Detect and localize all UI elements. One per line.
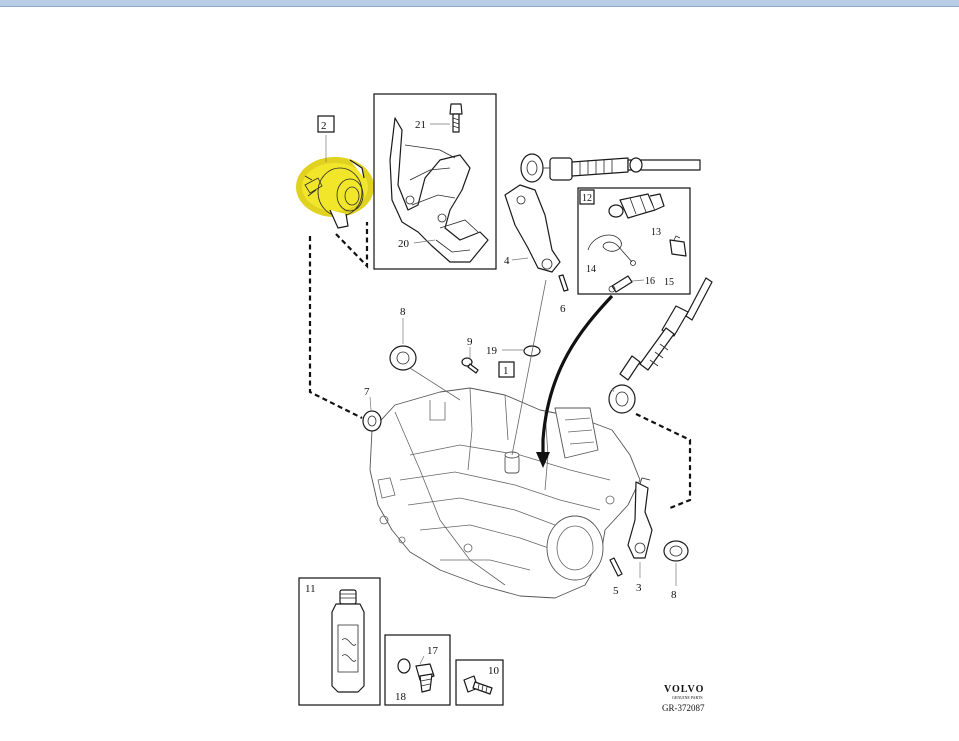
callout-12: 12	[582, 193, 592, 204]
brand-logo-text: VOLVO	[664, 684, 704, 695]
shift-cable-lower[interactable]	[608, 277, 713, 414]
fluid-inset-box	[298, 577, 381, 706]
callout-8b: 8	[671, 589, 677, 601]
bolt-inset-box	[455, 659, 504, 706]
callout-6: 6	[560, 303, 566, 315]
callout-16: 16	[645, 276, 655, 287]
bolt-9[interactable]	[461, 357, 479, 374]
washer-18[interactable]	[397, 658, 411, 674]
callout-8a: 8	[400, 306, 406, 318]
bolt-21[interactable]	[449, 103, 463, 133]
bracket-inset-box	[373, 93, 497, 270]
callout-21: 21	[415, 119, 426, 131]
callout-2: 2	[321, 120, 327, 132]
callout-18: 18	[395, 691, 407, 703]
install-arrow	[541, 294, 614, 458]
callout-10: 10	[488, 665, 500, 677]
gear-shift-bracket[interactable]	[389, 117, 489, 263]
connector-15[interactable]	[669, 235, 687, 257]
callout-2-box	[317, 115, 335, 133]
transmission-housing	[369, 387, 641, 599]
callout-5: 5	[613, 585, 619, 597]
pin-5[interactable]	[609, 557, 623, 577]
dashed-link-2-to-7	[308, 236, 363, 419]
callout-9: 9	[467, 336, 473, 348]
callout-3: 3	[636, 582, 642, 594]
pin-6[interactable]	[558, 274, 569, 292]
callout-19: 19	[486, 345, 498, 357]
callout-20: 20	[398, 238, 410, 250]
fitting-16[interactable]	[608, 275, 633, 293]
dashed-link-cable	[635, 413, 692, 510]
wire-14[interactable]	[587, 234, 636, 266]
top-window-bar	[0, 0, 959, 7]
lever-3[interactable]	[627, 477, 653, 559]
callout-14: 14	[586, 264, 596, 275]
shift-cable-upper[interactable]	[520, 153, 701, 183]
callout-17: 17	[427, 645, 439, 657]
callout-11: 11	[305, 583, 316, 595]
callout-4: 4	[504, 255, 510, 267]
seal-8-upper[interactable]	[389, 345, 417, 371]
seal-7[interactable]	[362, 410, 382, 432]
selector-lever-4[interactable]	[504, 184, 561, 273]
callout-1: 1	[503, 365, 509, 377]
seal-8-lower[interactable]	[663, 540, 689, 562]
callout-15: 15	[664, 277, 674, 288]
dashed-link-2-housing	[335, 222, 369, 269]
callout-7: 7	[364, 386, 370, 398]
plug-17[interactable]	[415, 663, 435, 693]
sensor-inset-box	[577, 187, 691, 295]
figure-code: GR-372087	[662, 703, 705, 713]
brand-subtitle: GENUINE PARTS	[672, 695, 703, 700]
clutch-slave-cylinder[interactable]	[296, 157, 374, 229]
fluid-bottle-11[interactable]	[331, 589, 365, 693]
switch-13[interactable]	[608, 193, 665, 219]
callout-1-box	[498, 361, 515, 378]
bolt-10[interactable]	[463, 675, 493, 695]
callout-13: 13	[651, 227, 661, 238]
plug-inset-box	[384, 634, 451, 706]
